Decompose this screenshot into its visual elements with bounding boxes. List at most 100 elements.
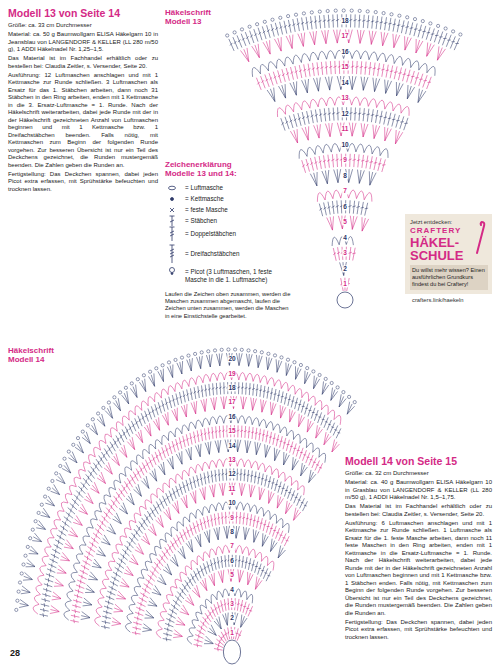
stitch-round [187,588,253,644]
stitch-round [256,61,431,90]
picot [130,382,133,385]
picot [299,363,302,366]
legend-text: = Picot (3 Luftmaschen, 1 feste Masche i… [185,268,291,283]
round-number: 9 [342,157,348,164]
picot [310,11,313,14]
single-crochet-symbol [170,208,174,212]
round-number: 7 [342,188,348,195]
legend-text: = Stäbchen [185,217,291,225]
instruction-column: Größe: ca. 33 cm DurchmesserMaterial: ca… [8,22,158,195]
picot [421,20,424,23]
picot [318,10,321,13]
picot [16,599,19,602]
picot [119,391,122,394]
chain-symbol [169,186,176,190]
picot [187,354,190,357]
promo-box: Jetzt entdecken:CRAFTERYHÄKEL-SCHULEDu w… [405,214,492,294]
picot [34,520,37,523]
stitch-round [327,216,369,232]
picot-symbol [171,273,173,275]
treble-symbol [170,227,175,241]
stitch-round [333,247,356,261]
round-number: 3 [229,600,235,607]
stitch-round [310,169,376,186]
legend-title: Zeichenerklärung Modelle 13 und 14: [165,160,257,178]
picot [220,348,223,351]
picot [226,34,229,37]
picot [213,349,216,352]
picot [31,528,34,531]
center-ring [223,640,240,664]
picot [413,18,416,21]
round-number: 1 [342,281,348,288]
picot [287,15,290,18]
picot-symbol [170,268,175,273]
picot [136,378,139,381]
stitch-round [40,382,341,617]
stitch-round [142,526,285,632]
round-number: 2 [342,265,348,272]
picot [336,386,339,389]
picot [91,418,94,421]
picot [76,437,79,440]
symbol-group [169,186,176,274]
picot [26,545,29,548]
picot [240,28,243,31]
round-number: 8 [229,528,235,535]
picot [358,9,361,12]
hook-icon [474,220,488,254]
picot [47,487,50,490]
picot [174,358,177,361]
instruction-text: Das Material ist im Fachhandel erhältlic… [345,503,492,518]
picot [102,406,105,409]
picot-row [15,348,357,612]
round-number: 11 [228,485,237,492]
round-number: 10 [340,141,349,148]
center-ring [337,292,353,308]
section-heading: Modell 13 von Seite 14 [8,7,160,19]
picot [330,381,333,384]
instruction-text: Material: ca. 50 g Baumwollgarn ELISA Hä… [8,31,158,54]
chart-title: Häkelschrift Modell 14 [8,346,78,364]
instruction-text: Material: ca. 40 g Baumwollgarn ELISA Hä… [345,479,492,502]
picot [263,20,266,23]
picot [207,350,210,353]
picot [459,33,462,36]
round-number: 6 [342,203,348,210]
stitch-round [214,627,242,651]
stitch-round [50,396,340,613]
instruction-text: Ausführung: 6 Luftmaschen anschlagen und… [345,520,492,618]
picot [240,348,243,351]
picot [429,22,432,25]
stitch-round [229,14,460,51]
stitch-round [163,555,271,641]
stitch-round [241,30,446,62]
round-number: 2 [229,615,235,622]
stitch-round [64,415,326,620]
picot [382,12,385,15]
stitch-round [340,278,350,291]
picot [72,443,75,446]
round-number: 12 [340,110,349,117]
picot [247,349,250,352]
round-number: 5 [229,572,235,579]
instruction-text: Das Material ist im Fachhandel erhältlic… [8,55,158,70]
double-treble-symbol [170,245,175,263]
stitch-round [204,612,247,644]
picot [194,352,197,355]
picot [324,377,327,380]
round-number: 13 [227,456,236,463]
round-number: 14 [227,442,236,449]
picot [24,554,27,557]
picot [200,351,203,354]
picot [294,13,297,16]
picot [452,30,455,33]
picot [350,9,353,12]
picot [55,472,58,475]
picot [293,361,296,364]
round-number: 9 [229,514,235,521]
picot [342,9,345,12]
round-number: 16 [227,413,236,420]
round-number: 4 [342,234,348,241]
picot [40,503,43,506]
